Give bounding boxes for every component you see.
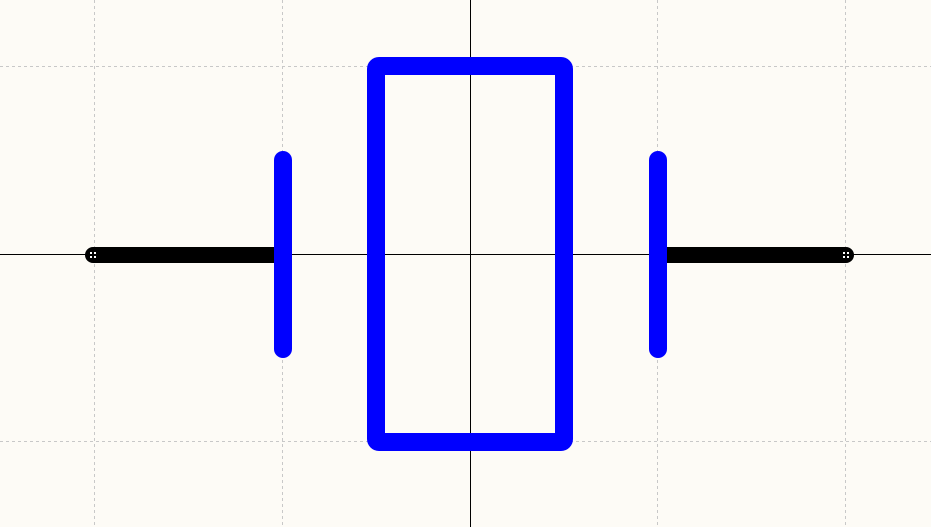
pin-dot — [90, 256, 92, 258]
crystal-symbol[interactable] — [85, 57, 854, 451]
pin-1-endpoint-marker — [90, 252, 96, 258]
pin-dot — [843, 256, 845, 258]
crystal-body[interactable] — [367, 57, 573, 451]
pin-dot — [94, 252, 96, 254]
pin-dot — [847, 256, 849, 258]
pin-dot — [90, 252, 92, 254]
pin-dot — [847, 252, 849, 254]
pin-dot — [94, 256, 96, 258]
pin-2-endpoint-marker — [843, 252, 849, 258]
pin-dot — [843, 252, 845, 254]
